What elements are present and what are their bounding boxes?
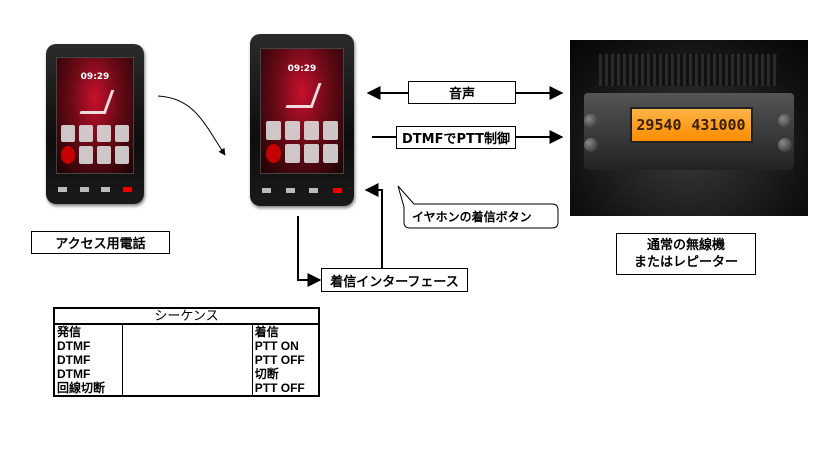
dtmf-ptt-label: DTMFでPTT制御 <box>396 126 516 149</box>
sequence-left-cell: DTMF <box>54 367 123 381</box>
sequence-left-cell: 回線切断 <box>54 381 123 396</box>
phone-time: 09:29 <box>287 63 317 74</box>
brand-logo <box>285 83 322 109</box>
radio-label-line2: またはレピーター <box>633 255 738 270</box>
freq-right: 431000 <box>691 115 746 134</box>
radio-label: 通常の無線機 またはレピーター <box>616 233 756 275</box>
sequence-right-cell: PTT ON <box>254 339 299 353</box>
access-phone-label: アクセス用電話 <box>31 231 170 254</box>
knob-icon <box>584 114 598 128</box>
knob-icon <box>778 138 792 152</box>
knob-icon <box>778 114 792 128</box>
access-phone-image: 09:29 <box>46 44 144 204</box>
table-row: 回線切断 PTT OFF <box>54 381 319 396</box>
interface-line-left <box>297 216 322 287</box>
incoming-interface-label: 着信インターフェース <box>321 268 468 292</box>
phone-screen: 09:29 <box>55 56 135 174</box>
sequence-left-cell: 発信 <box>54 324 123 339</box>
knob-icon <box>584 138 598 152</box>
table-row: DTMF PTT ON <box>54 339 319 353</box>
table-row: 発信 着信 <box>54 324 319 339</box>
phone-screen: 09:29 <box>260 47 344 174</box>
app-icons <box>266 120 338 163</box>
phone-keys <box>57 183 133 196</box>
earphone-button-label: イヤホンの着信ボタン <box>412 210 532 224</box>
brand-logo <box>79 90 114 114</box>
sequence-right-cell: 着信 <box>254 325 279 339</box>
interface-line-right <box>364 183 383 268</box>
curve-arrow <box>157 95 226 156</box>
callout-bubble <box>397 185 559 229</box>
interface-phone-image: 09:29 <box>250 34 354 206</box>
voice-label: 音声 <box>408 81 516 104</box>
table-row: DTMF PTT OFF <box>54 353 319 367</box>
radio-label-line1: 通常の無線機 <box>646 238 725 253</box>
table-row: DTMF 切断 <box>54 367 319 381</box>
radio-image: 29540 431000 <box>570 40 808 216</box>
freq-left: 29540 <box>636 115 682 134</box>
phone-time: 09:29 <box>80 71 110 82</box>
sequence-left-cell: DTMF <box>54 353 123 367</box>
sequence-right-cell: PTT OFF <box>254 381 305 395</box>
app-icons <box>61 124 129 164</box>
sequence-right-cell: PTT OFF <box>254 353 305 367</box>
sequence-table: シーケンス 発信 着信 DTMF PTT ON DTMF PTT OFF DTM… <box>53 307 320 397</box>
sequence-title: シーケンス <box>54 308 319 325</box>
sequence-right-cell: 切断 <box>254 367 279 381</box>
sequence-left-cell: DTMF <box>54 339 123 353</box>
radio-grill <box>598 54 780 86</box>
phone-keys <box>262 184 342 198</box>
radio-lcd: 29540 431000 <box>629 106 753 143</box>
